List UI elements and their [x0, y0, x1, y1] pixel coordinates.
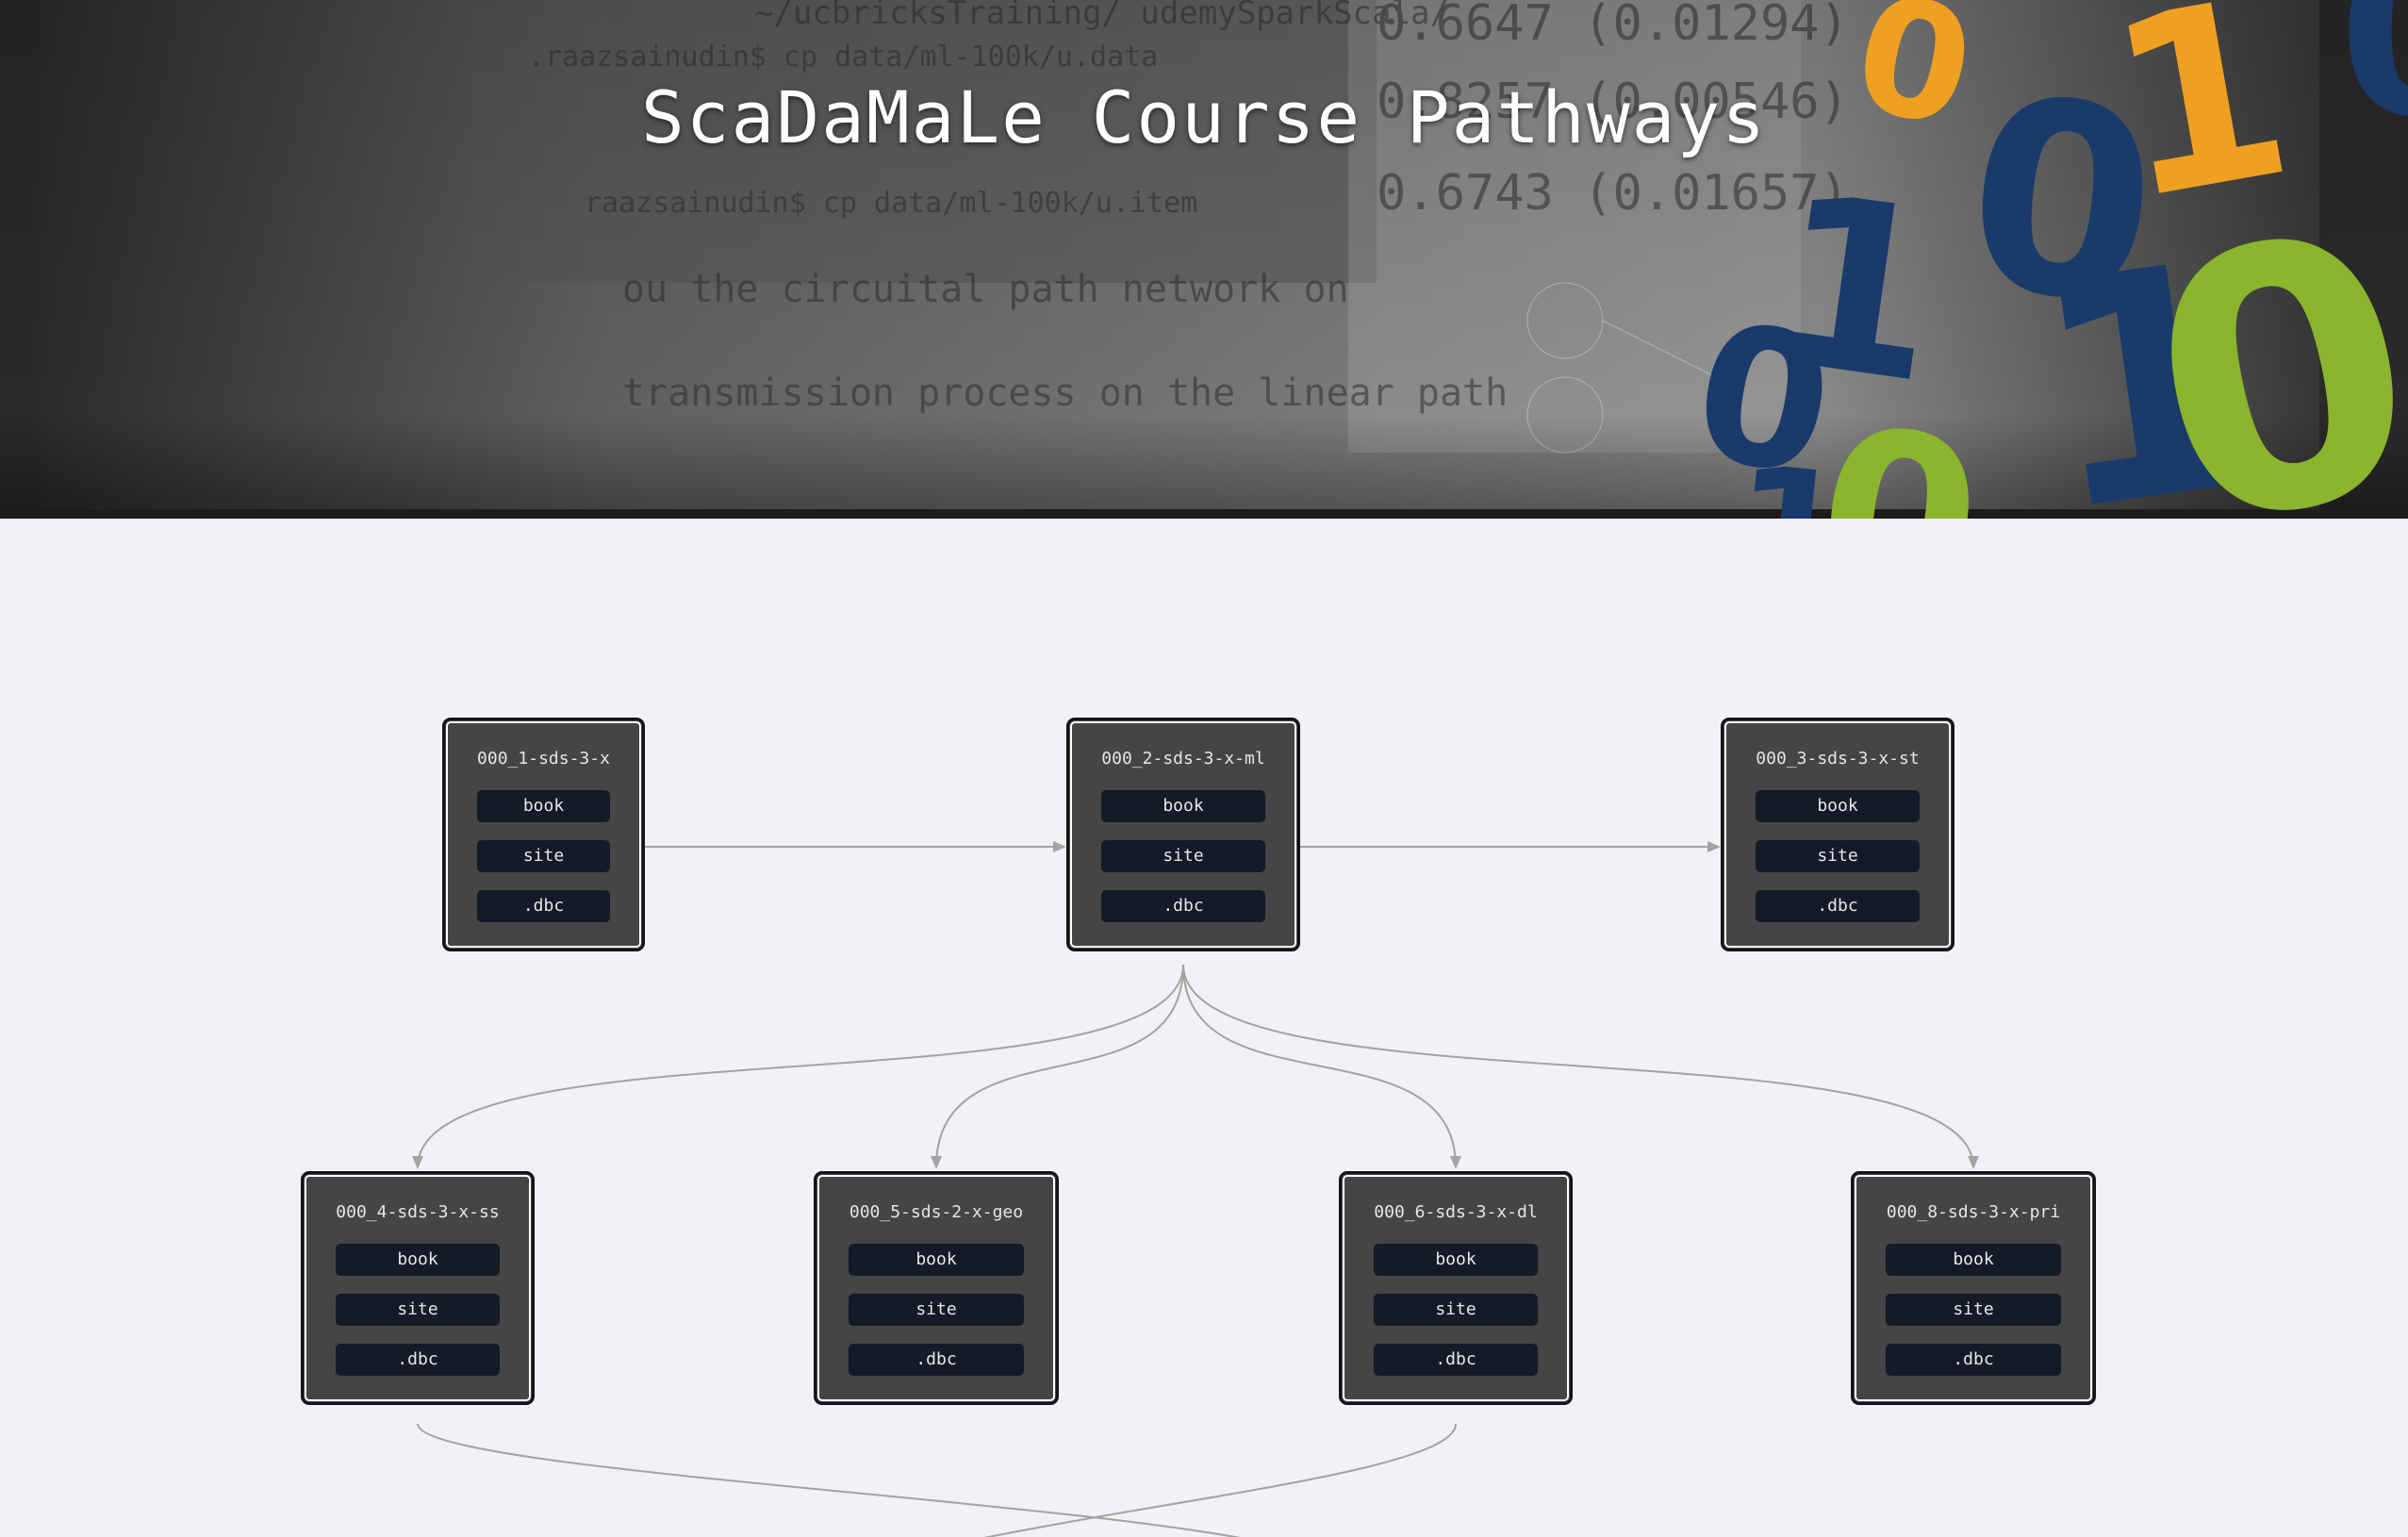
- book-link-button[interactable]: book: [849, 1244, 1024, 1276]
- page-title: ScaDaMaLe Course Pathways: [641, 75, 1767, 159]
- course-node-title: 000_5-sds-2-x-geo: [849, 1202, 1024, 1222]
- course-node-title: 000_3-sds-3-x-st: [1756, 749, 1920, 768]
- edge-n2-n4: [412, 964, 1184, 1169]
- course-node-title: 000_2-sds-3-x-ml: [1101, 749, 1265, 768]
- svg-text:0: 0: [1954, 40, 2169, 365]
- dbc-link-button[interactable]: .dbc: [1374, 1344, 1538, 1376]
- edge-n2-n5: [931, 964, 1184, 1169]
- book-link-button[interactable]: book: [1886, 1244, 2061, 1276]
- dbc-link-button[interactable]: .dbc: [1756, 890, 1920, 922]
- book-link-button[interactable]: book: [1374, 1244, 1538, 1276]
- course-node-title: 000_4-sds-3-x-ss: [336, 1202, 500, 1222]
- svg-text:1: 1: [2015, 193, 2280, 519]
- dbc-link-button[interactable]: .dbc: [1101, 890, 1265, 922]
- edge-continuation-2: [983, 1423, 1457, 1537]
- site-link-button[interactable]: site: [1756, 840, 1920, 872]
- edge-n2-n6: [1182, 964, 1461, 1169]
- site-link-button[interactable]: site: [477, 840, 610, 872]
- edge-n2-n8: [1182, 964, 1979, 1169]
- site-link-button[interactable]: site: [1374, 1294, 1538, 1326]
- course-node-title: 000_6-sds-3-x-dl: [1374, 1202, 1538, 1222]
- site-link-button[interactable]: site: [849, 1294, 1024, 1326]
- dbc-link-button[interactable]: .dbc: [477, 890, 610, 922]
- book-link-button[interactable]: book: [477, 790, 610, 822]
- book-link-button[interactable]: book: [1756, 790, 1920, 822]
- site-link-button[interactable]: site: [1886, 1294, 2061, 1326]
- site-link-button[interactable]: site: [1101, 840, 1265, 872]
- edge-continuation-1: [417, 1423, 1241, 1537]
- dbc-link-button[interactable]: .dbc: [336, 1344, 500, 1376]
- edge-layer: [412, 841, 1979, 1537]
- book-link-button[interactable]: book: [336, 1244, 500, 1276]
- course-node-title: 000_1-sds-3-x: [477, 749, 610, 768]
- svg-text:1: 1: [1756, 141, 1956, 436]
- header-banner: ~/ucbricksTraining/ udemySparkScala/ .ra…: [0, 0, 2408, 519]
- site-link-button[interactable]: site: [336, 1294, 500, 1326]
- banner-background-image: ~/ucbricksTraining/ udemySparkScala/ .ra…: [0, 0, 2408, 519]
- svg-text:0: 0: [2338, 0, 2408, 167]
- dbc-link-button[interactable]: .dbc: [849, 1344, 1024, 1376]
- book-link-button[interactable]: book: [1101, 790, 1265, 822]
- dbc-link-button[interactable]: .dbc: [1886, 1344, 2061, 1376]
- course-node-title: 000_8-sds-3-x-pri: [1886, 1202, 2061, 1222]
- svg-text:1: 1: [1722, 429, 1859, 519]
